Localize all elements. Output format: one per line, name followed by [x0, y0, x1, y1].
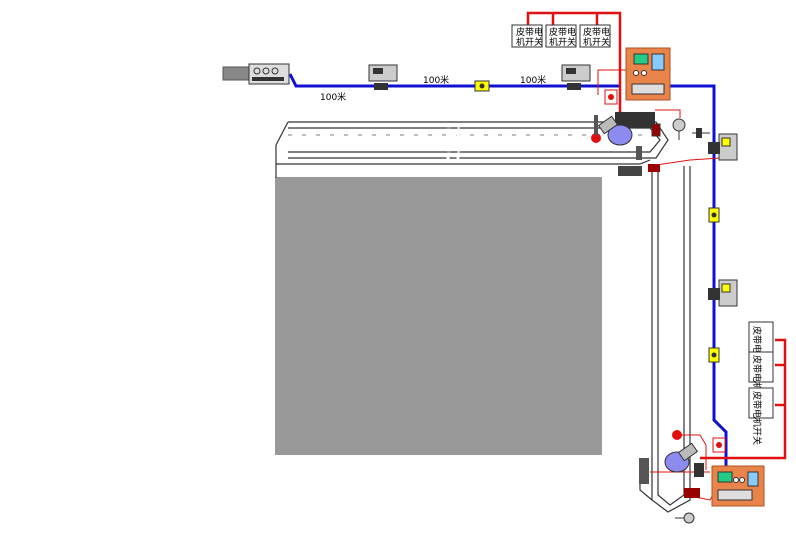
telephone-box-1[interactable]: [368, 64, 398, 90]
top-switch-3-label-b: 机开关: [583, 36, 610, 48]
gray-panel: [275, 177, 602, 455]
distance-label-3: 100米: [520, 74, 546, 86]
telephone-box-2[interactable]: [561, 64, 591, 90]
cable-coupler-1: [474, 80, 490, 92]
right-switch-3-label: 皮带电机开关: [751, 391, 763, 445]
belt-controller-bottom[interactable]: [711, 465, 765, 507]
belt-break-marks-horizontal: [446, 125, 460, 161]
speed-sensor-top: [618, 164, 660, 176]
deviation-sensor-right: [692, 128, 710, 138]
telephone-box-3[interactable]: [708, 133, 738, 161]
top-switch-1[interactable]: 皮带电 机开关: [511, 24, 543, 48]
right-switch-3[interactable]: 皮带电机开关: [748, 387, 774, 445]
monitoring-host[interactable]: [222, 63, 290, 85]
top-switch-1-label-b: 机开关: [516, 36, 543, 48]
belt-break-dashes-v: [657, 278, 685, 310]
conveyor-belt-horizontal: [275, 121, 669, 178]
top-switch-1-label-a: 皮带电: [516, 26, 543, 38]
top-switch-3[interactable]: 皮带电 机开关: [579, 24, 611, 48]
belt-controller-top[interactable]: [625, 47, 671, 101]
belt-break-dashes-h: [435, 127, 465, 153]
top-switch-2[interactable]: 皮带电 机开关: [545, 24, 577, 48]
top-switch-3-label-a: 皮带电: [583, 26, 610, 38]
distance-label-2: 100米: [423, 74, 449, 86]
drive-drum-top: [591, 112, 655, 146]
drive-drum-bottom: [639, 430, 704, 524]
monitoring-cable: [288, 73, 728, 466]
top-switch-2-label-a: 皮带电: [549, 26, 576, 38]
distance-label-1: 100米: [320, 91, 346, 103]
top-switch-2-label-b: 机开关: [549, 36, 576, 48]
smoke-sensor-bottom-icon: [712, 437, 726, 453]
smoke-sensor-top-icon: [604, 89, 618, 105]
tension-device-top: [636, 118, 686, 160]
cable-coupler-3: [708, 347, 720, 363]
telephone-box-4[interactable]: [708, 279, 738, 307]
cable-coupler-2: [708, 207, 720, 223]
